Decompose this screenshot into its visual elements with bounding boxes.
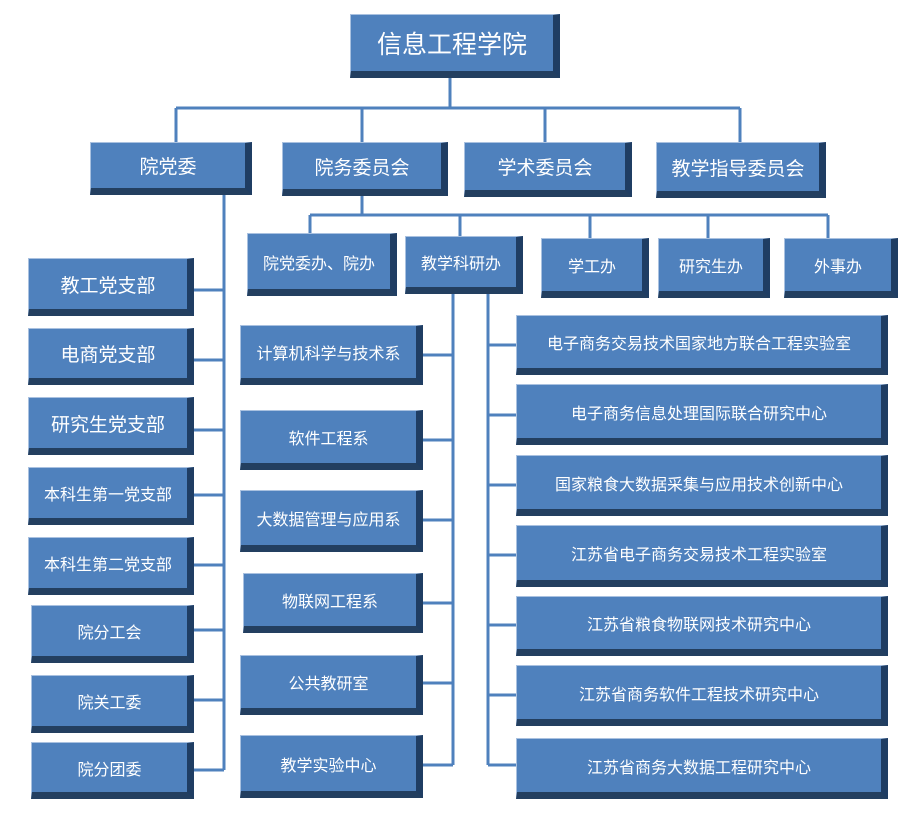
research-center-node: 江苏省粮食物联网技术研究中心 [516, 596, 888, 656]
teaching-guidance-committee-node: 教学指导委员会 [656, 142, 826, 198]
office-node: 外事办 [784, 238, 898, 298]
branch-node: 院分工会 [31, 605, 194, 663]
branch-node: 电商党支部 [28, 328, 194, 385]
branch-node: 教工党支部 [28, 258, 194, 316]
department-node: 大数据管理与应用系 [240, 490, 423, 552]
department-node: 软件工程系 [240, 410, 423, 470]
academic-committee-node: 学术委员会 [464, 142, 632, 197]
office-node: 学工办 [541, 238, 649, 298]
research-center-node: 电子商务交易技术国家地方联合工程实验室 [516, 315, 888, 375]
branch-node: 本科生第一党支部 [28, 467, 194, 525]
research-center-node: 江苏省电子商务交易技术工程实验室 [516, 525, 888, 587]
department-node: 物联网工程系 [243, 573, 423, 633]
office-node: 教学科研办 [405, 236, 523, 294]
branch-node: 研究生党支部 [28, 397, 194, 455]
department-node: 计算机科学与技术系 [240, 325, 423, 385]
research-center-node: 电子商务信息处理国际联合研究中心 [516, 384, 888, 445]
department-node: 公共教研室 [240, 655, 423, 715]
party-committee-node: 院党委 [90, 142, 252, 195]
research-center-node: 国家粮食大数据采集与应用技术创新中心 [516, 455, 888, 516]
research-center-node: 江苏省商务软件工程技术研究中心 [516, 665, 888, 726]
branch-node: 院分团委 [31, 742, 194, 799]
root-node: 信息工程学院 [350, 14, 560, 78]
branch-node: 院关工委 [31, 675, 194, 733]
research-center-node: 江苏省商务大数据工程研究中心 [516, 738, 888, 799]
department-node: 教学实验中心 [240, 735, 423, 798]
branch-node: 本科生第二党支部 [28, 537, 194, 595]
office-node: 院党委办、院办 [247, 233, 397, 296]
affairs-committee-node: 院务委员会 [282, 142, 448, 196]
office-node: 研究生办 [658, 238, 770, 298]
